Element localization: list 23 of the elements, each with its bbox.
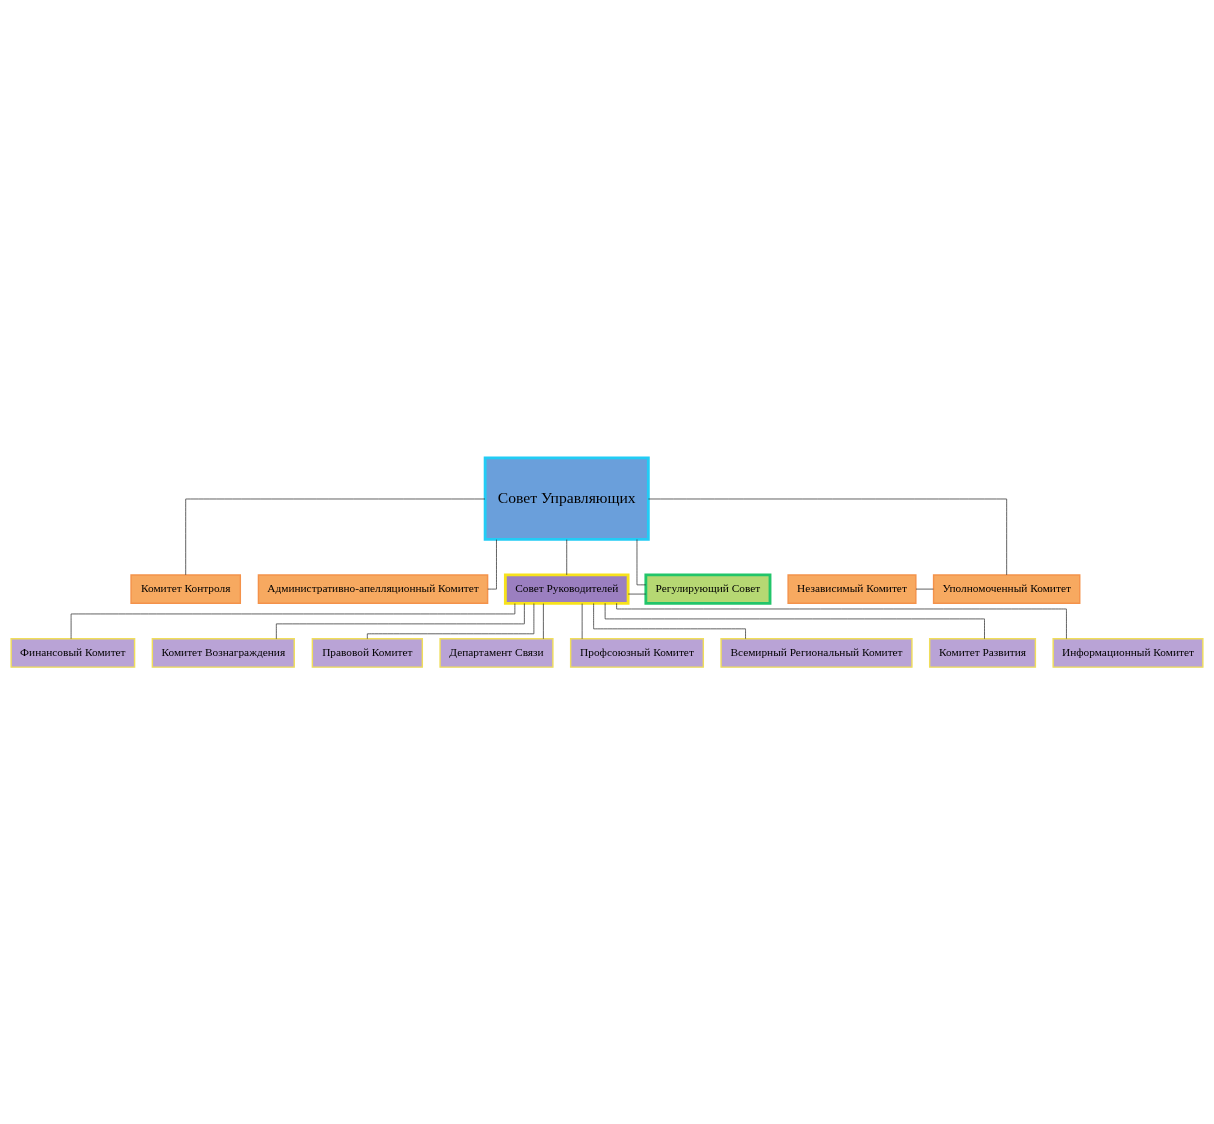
node-box: Профсоюзный Комитет xyxy=(569,637,705,668)
connector xyxy=(593,602,746,639)
node-box: Комитет Контроля xyxy=(130,573,242,604)
node-box: Уполномоченный Комитет xyxy=(932,573,1081,604)
node-box: Независимый Комитет xyxy=(787,573,917,604)
node-box: Финансовый Комитет xyxy=(10,637,136,668)
connector xyxy=(648,498,1008,575)
node-box: Регулирующий Совет xyxy=(644,573,772,605)
connector xyxy=(487,538,497,589)
node-box: Департамент Связи xyxy=(439,637,554,668)
connector xyxy=(276,602,525,639)
connector xyxy=(604,602,985,639)
node-box: Информационный Комитет xyxy=(1052,637,1204,668)
connector xyxy=(616,602,1067,639)
node-box: Совет Руководителей xyxy=(503,573,630,605)
node-box: Комитет Развития xyxy=(928,637,1037,668)
node-box: Комитет Вознаграждения xyxy=(151,637,295,668)
connector xyxy=(543,602,544,639)
node-box: Всемирный Региональный Комитет xyxy=(720,637,913,668)
node-box: Совет Управляющих xyxy=(483,455,650,541)
node-box: Административно-апелляционный Комитет xyxy=(257,573,489,604)
node-box: Правовой Комитет xyxy=(311,637,424,668)
connector xyxy=(367,602,535,639)
